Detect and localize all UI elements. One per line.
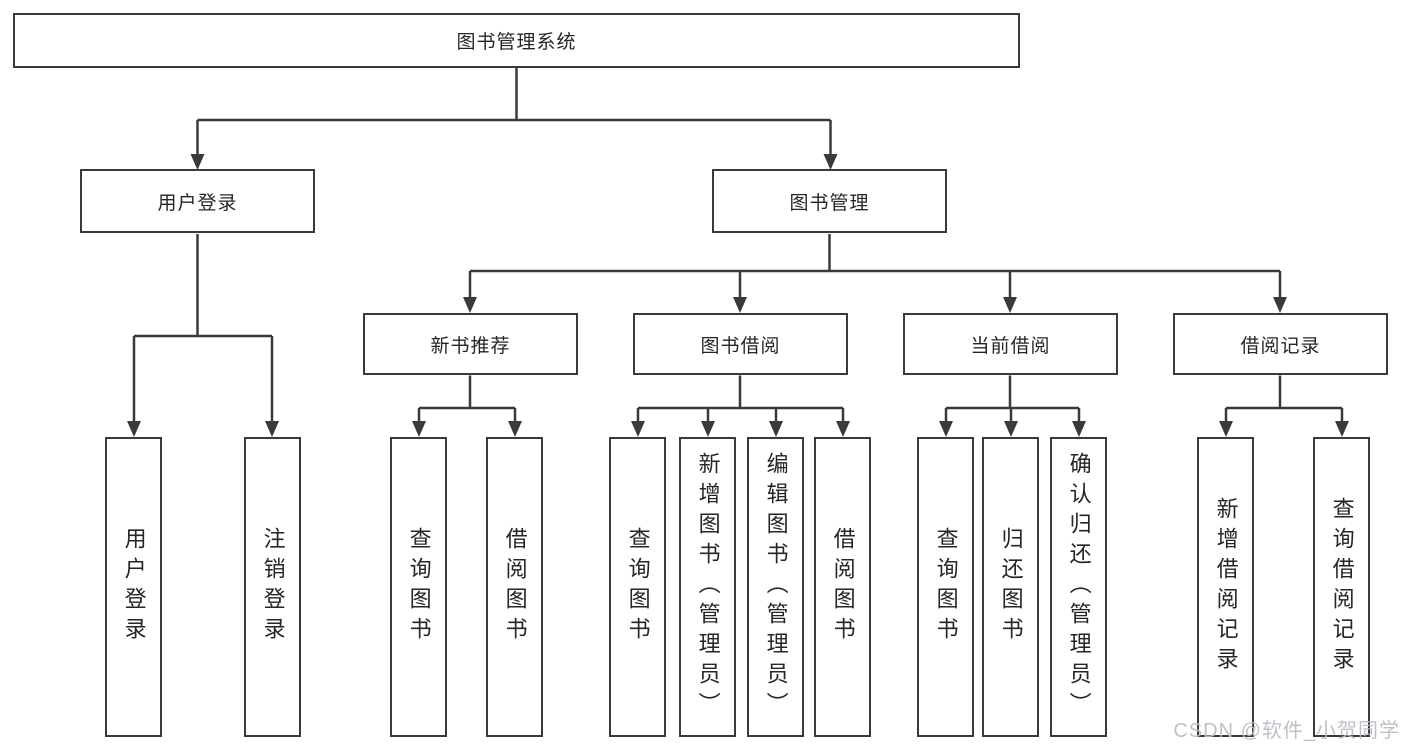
- node-user-login: 用户登录: [80, 169, 315, 233]
- node-edit-books-admin: 编辑图书（管理员）: [747, 437, 804, 737]
- node-return-books: 归还图书: [982, 437, 1039, 737]
- node-query-books-borrow: 查询图书: [609, 437, 666, 737]
- node-label: 确认归还（管理员）: [1066, 452, 1092, 722]
- node-logout: 注销登录: [244, 437, 301, 737]
- node-add-books-admin: 新增图书（管理员）: [679, 437, 736, 737]
- node-confirm-return-admin: 确认归还（管理员）: [1050, 437, 1107, 737]
- node-borrow-books-leaf: 借阅图书: [814, 437, 871, 737]
- node-label: 用户登录: [121, 527, 147, 647]
- node-book-management: 图书管理: [712, 169, 947, 233]
- node-user-login-leaf: 用户登录: [105, 437, 162, 737]
- node-query-books-recommend: 查询图书: [390, 437, 447, 737]
- node-query-borrow-record: 查询借阅记录: [1313, 437, 1370, 737]
- node-label: 借阅图书: [830, 527, 856, 647]
- node-label: 查询图书: [406, 527, 432, 647]
- node-borrow-records: 借阅记录: [1173, 313, 1388, 375]
- node-label: 新增借阅记录: [1213, 497, 1239, 677]
- node-label: 查询图书: [625, 527, 651, 647]
- node-label: 新增图书（管理员）: [695, 452, 721, 722]
- node-label: 归还图书: [998, 527, 1024, 647]
- node-label: 编辑图书（管理员）: [763, 452, 789, 722]
- node-borrow-books-recommend: 借阅图书: [486, 437, 543, 737]
- node-add-borrow-record: 新增借阅记录: [1197, 437, 1254, 737]
- node-book-borrow: 图书借阅: [633, 313, 848, 375]
- watermark: CSDN @软件_小贺同学: [1173, 720, 1400, 742]
- node-label: 查询借阅记录: [1329, 497, 1355, 677]
- node-root: 图书管理系统: [13, 13, 1020, 68]
- node-label: 借阅图书: [502, 527, 528, 647]
- node-query-books-current: 查询图书: [917, 437, 974, 737]
- node-new-book-recommend: 新书推荐: [363, 313, 578, 375]
- node-current-borrow: 当前借阅: [903, 313, 1118, 375]
- node-label: 注销登录: [260, 527, 286, 647]
- node-label: 查询图书: [933, 527, 959, 647]
